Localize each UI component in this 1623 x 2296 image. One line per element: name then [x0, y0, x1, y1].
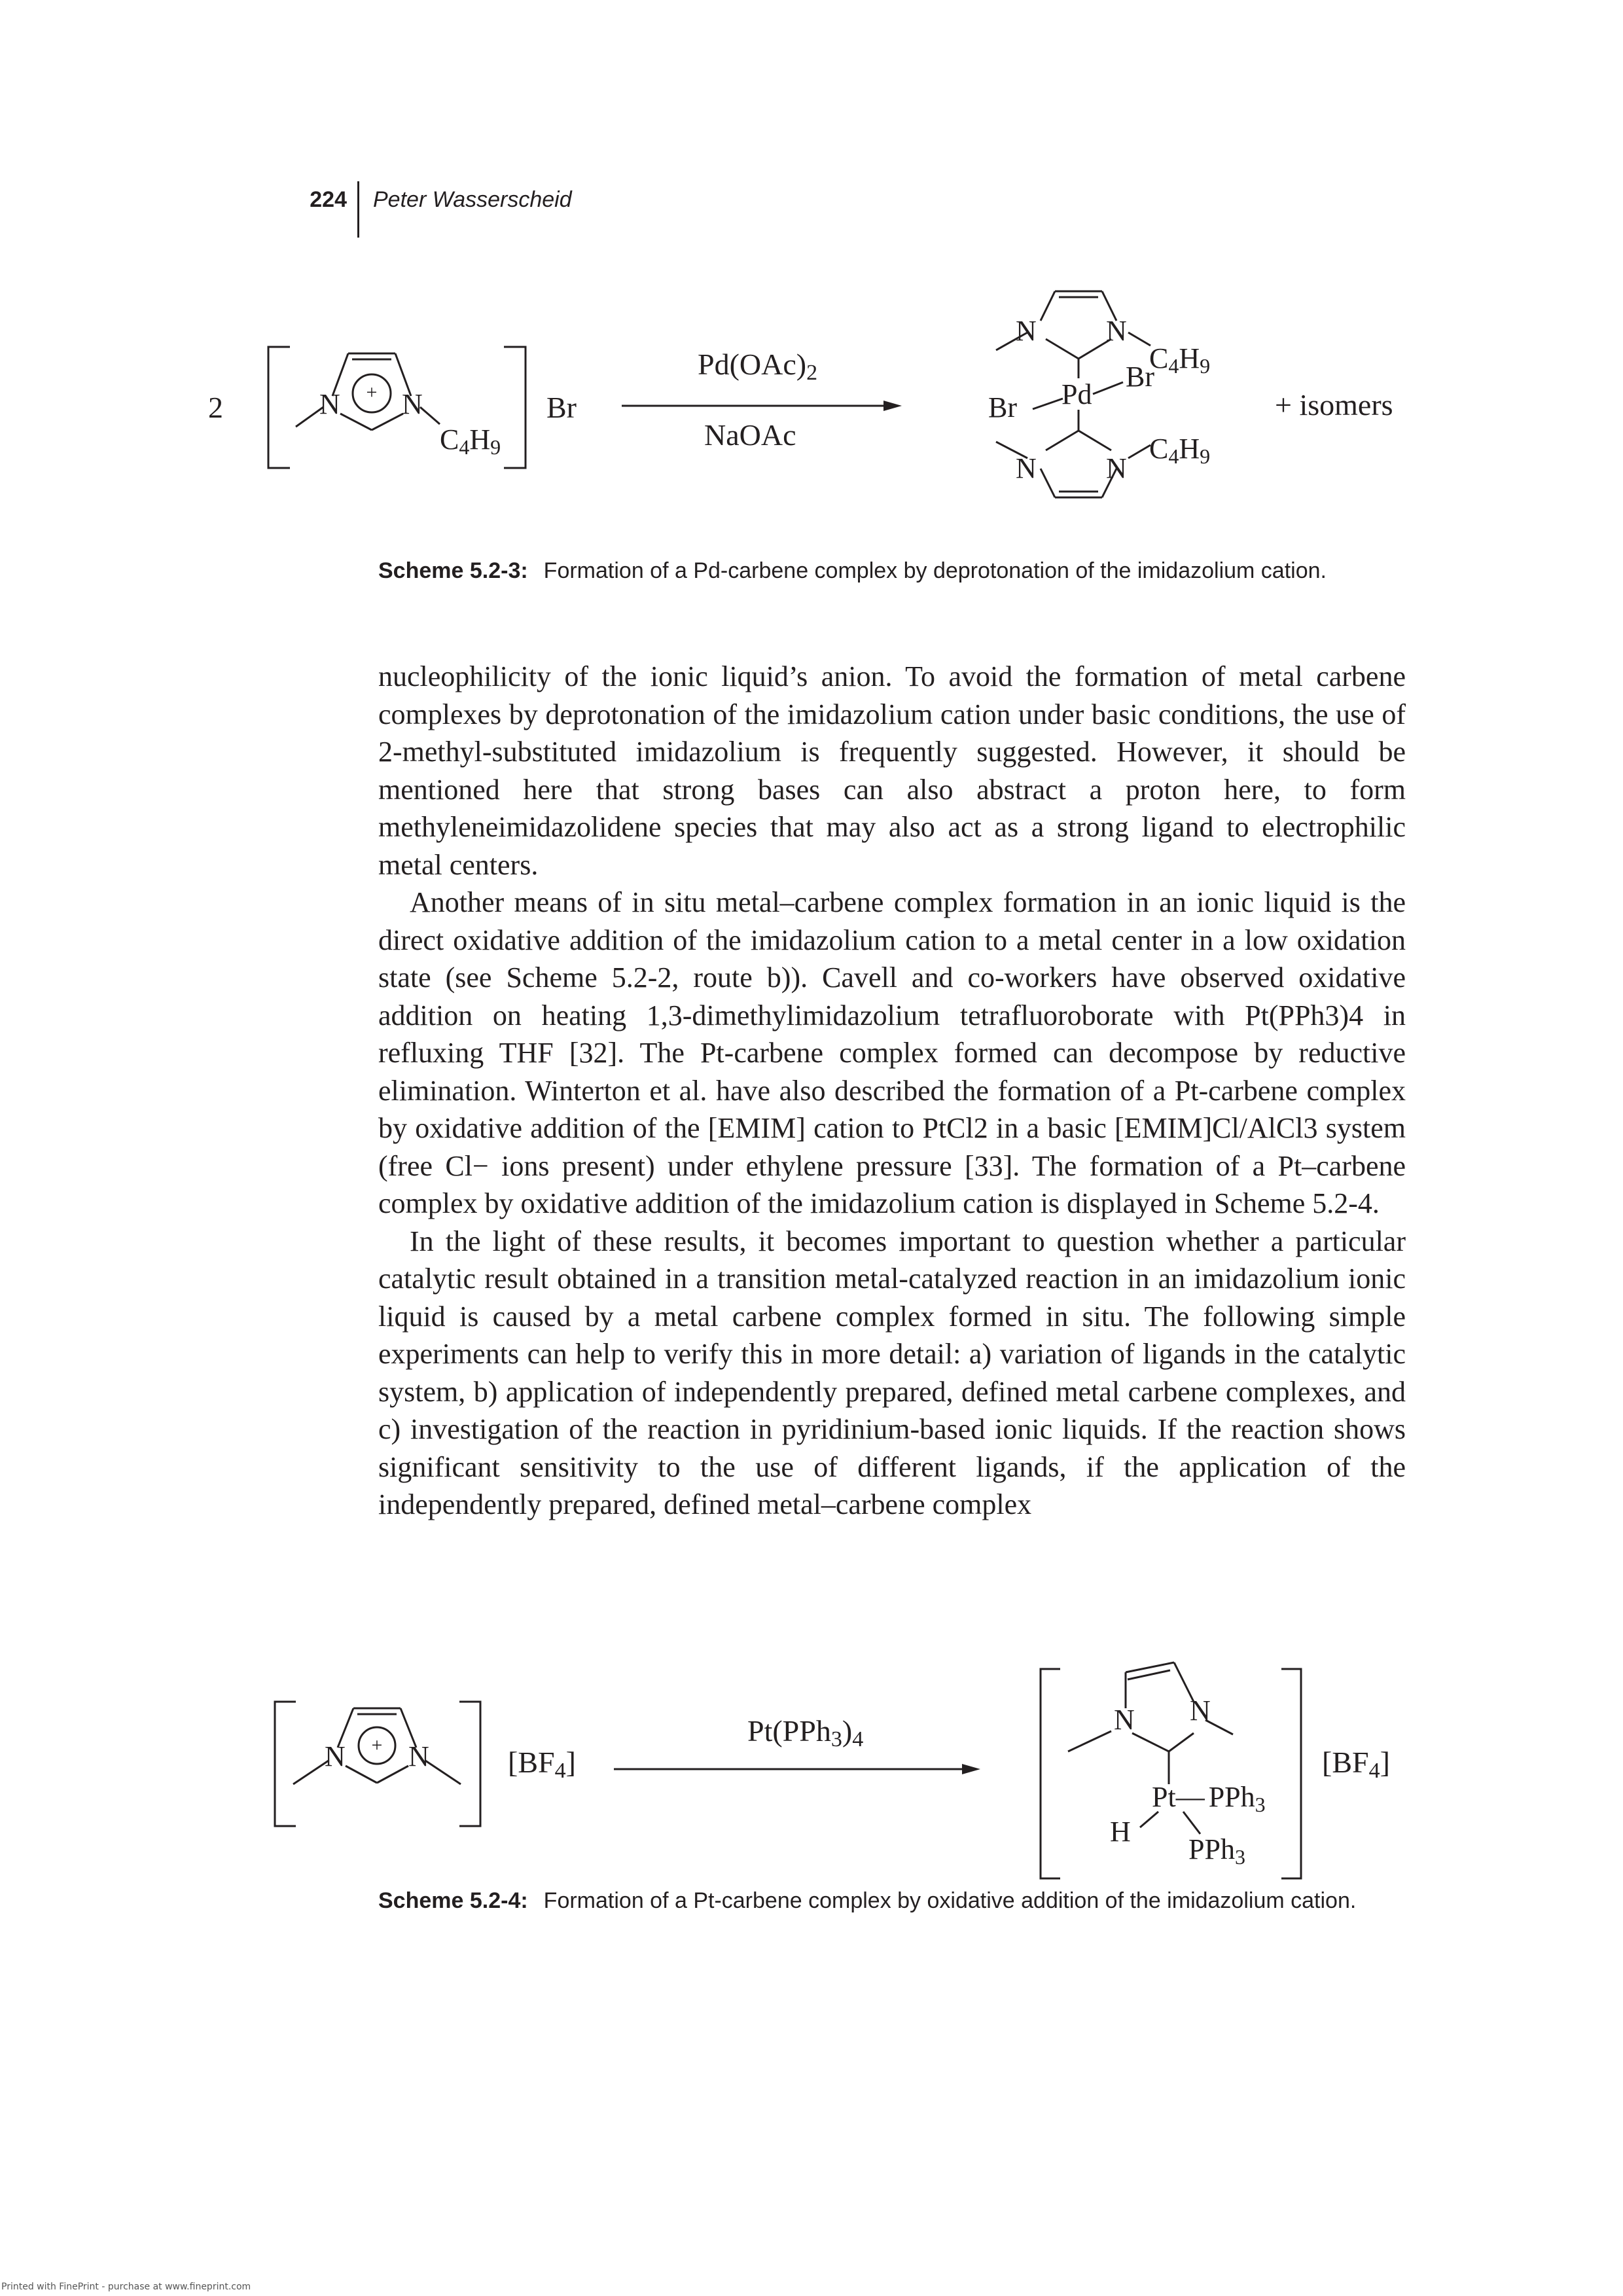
scheme-5-2-3: 2 N N + C4H9 Br Pd(OAc)2 NaOAc N N C4H9 …: [208, 290, 1393, 499]
upper-methyl-bond: [995, 331, 1028, 351]
reagent-sodium-acetate: NaOAc: [704, 418, 796, 452]
body-paragraph: Another means of in situ metal–carbene c…: [378, 886, 1406, 1219]
methyl-bond: [293, 1759, 329, 1785]
lower-methyl-bond: [995, 440, 1028, 459]
running-author: Peter Wasserscheid: [373, 187, 572, 212]
arrow-head: [883, 401, 902, 411]
methyl-bond: [295, 406, 324, 428]
ring-bond: [1125, 1661, 1175, 1674]
pph3-ligand: PPh3: [1188, 1833, 1245, 1869]
left-bracket: [1039, 1668, 1060, 1880]
bromide-anion: Br: [546, 391, 577, 424]
atom-n: N: [325, 1740, 346, 1772]
body-text: nucleophilicity of the ionic liquid’s an…: [378, 658, 1406, 1524]
methyl-bond: [1067, 1730, 1112, 1753]
caption-label: Scheme 5.2-3:: [378, 558, 528, 583]
reagent-tetrakis-pt: Pt(PPh3)4: [747, 1714, 863, 1751]
palladium-center: Pd: [1061, 378, 1092, 410]
stoichiometric-coefficient: 2: [208, 391, 223, 424]
positive-charge: +: [372, 1734, 383, 1756]
upper-ring-bond: [1101, 291, 1118, 321]
scheme-5-2-4-caption: Scheme 5.2-4: Formation of a Pt-carbene c…: [378, 1885, 1406, 1916]
aromatic-circle: [357, 1726, 397, 1765]
aromatic-circle: [351, 373, 392, 414]
atom-n: N: [1106, 452, 1127, 484]
methyl-bond: [425, 1759, 461, 1785]
isomers-note: + isomers: [1275, 388, 1393, 422]
ring-bond: [340, 412, 372, 431]
upper-butyl-bond: [1128, 331, 1151, 347]
bromide-ligand: Br: [1126, 361, 1154, 393]
lower-ring-bond: [1045, 429, 1079, 452]
platinum-center: Pt—PPh3: [1152, 1781, 1266, 1816]
butyl-label: C4H9: [1149, 433, 1210, 468]
ring-bond: [376, 1765, 409, 1784]
tetrafluoroborate-anion: [BF4]: [1322, 1746, 1390, 1783]
butyl-bond: [419, 406, 440, 425]
left-bracket: [274, 1700, 296, 1827]
arrow-head: [962, 1764, 980, 1774]
atom-n: N: [1016, 452, 1037, 484]
ring-bond: [336, 1708, 355, 1748]
lower-butyl-bond: [1128, 444, 1151, 459]
butyl-label: C4H9: [440, 423, 501, 459]
ring-bond: [394, 353, 412, 397]
caption-text: Formation of a Pd-carbene complex by dep…: [543, 558, 1327, 583]
lower-ring-bond: [1101, 468, 1118, 498]
scheme-5-2-4: N N + [BF4] Pt(PPh3)4 N N Pt—PPh3 H PPh3…: [274, 1661, 1390, 1880]
caption-text: Formation of a Pt-carbene complex by oxi…: [543, 1888, 1357, 1913]
pd-br-bond: [1092, 381, 1124, 395]
ring-bond: [1168, 1732, 1194, 1753]
bromide-ligand: Br: [988, 391, 1017, 423]
body-paragraph: nucleophilicity of the ionic liquid’s an…: [378, 660, 1406, 881]
atom-n: N: [402, 388, 423, 420]
ring-bond: [371, 412, 404, 431]
pt-pph3-bond: [1182, 1811, 1202, 1835]
body-paragraph: In the light of these results, it become…: [378, 1225, 1406, 1521]
lower-ring-bond: [1078, 429, 1112, 452]
right-bracket: [504, 346, 527, 469]
scheme-5-2-3-caption: Scheme 5.2-3: Formation of a Pd-carbene c…: [378, 555, 1406, 586]
ring-bond: [1132, 1732, 1169, 1753]
hydride-ligand: H: [1110, 1816, 1131, 1848]
ring-bond: [331, 353, 349, 397]
atom-n: N: [408, 1740, 429, 1772]
upper-ring-bond: [1045, 338, 1079, 360]
atom-n: N: [1190, 1695, 1211, 1727]
upper-ring-bond: [1039, 291, 1056, 321]
ring-bond: [1173, 1662, 1195, 1702]
ring-double-bond: [1127, 1669, 1171, 1681]
lower-ring-bond: [1039, 468, 1056, 498]
atom-n: N: [1114, 1704, 1135, 1736]
right-bracket: [1281, 1668, 1302, 1880]
atom-n: N: [1106, 315, 1127, 347]
reagent-pd-acetate: Pd(OAc)2: [698, 348, 817, 385]
methyl-bond: [1205, 1719, 1234, 1736]
positive-charge: +: [366, 382, 378, 403]
ring-bond: [345, 1765, 378, 1784]
header-rule: [357, 181, 359, 238]
pd-br-bond: [1032, 397, 1063, 410]
atom-n: N: [319, 388, 340, 420]
right-bracket: [459, 1700, 482, 1827]
upper-ring-bond: [1078, 338, 1112, 360]
pt-h-bond: [1139, 1810, 1159, 1829]
print-footer: Printed with FinePrint - purchase at www…: [1, 2282, 251, 2292]
butyl-label: C4H9: [1149, 342, 1210, 378]
atom-n: N: [1016, 315, 1037, 347]
ring-bond: [399, 1708, 418, 1748]
tetrafluoroborate-anion: [BF4]: [508, 1746, 576, 1783]
page-number: 224: [310, 187, 347, 212]
caption-label: Scheme 5.2-4:: [378, 1888, 528, 1913]
left-bracket: [267, 346, 290, 469]
